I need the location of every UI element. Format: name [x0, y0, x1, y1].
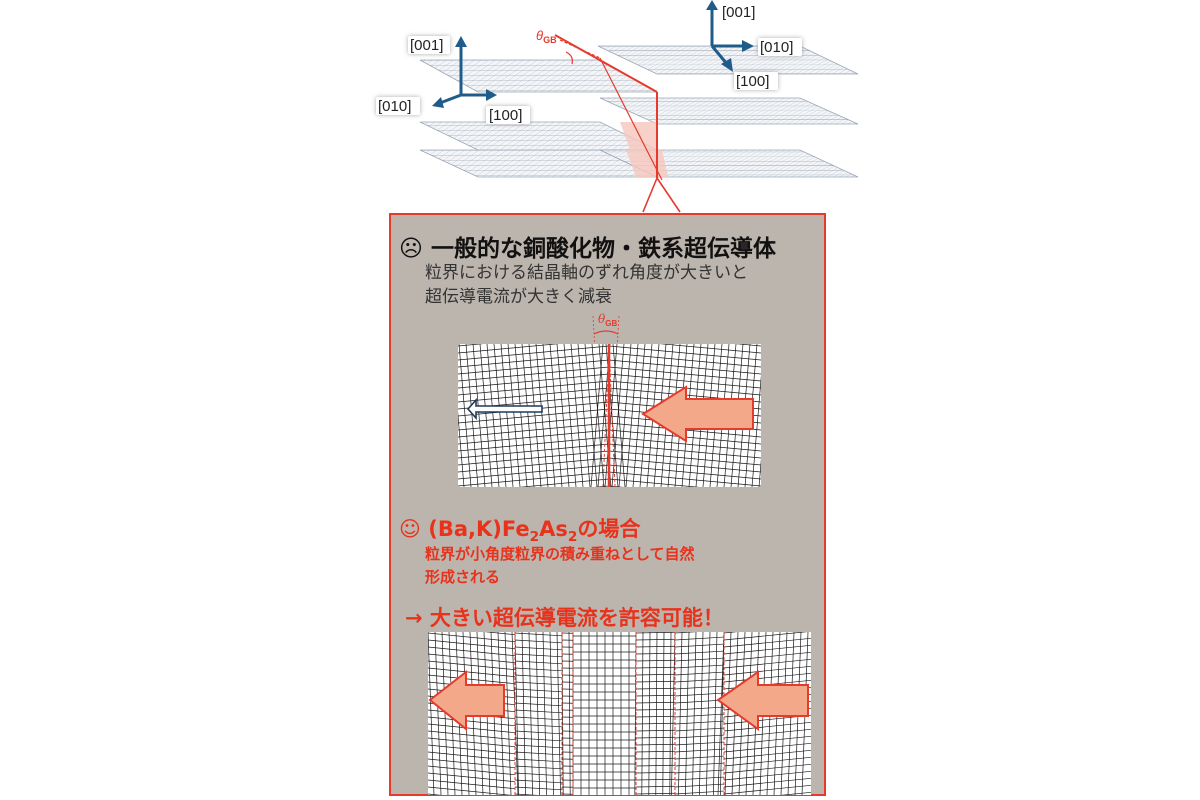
left-crystal-axes — [432, 36, 497, 108]
lattice-layers — [419, 45, 859, 178]
happy-case-title: ☺ (Ba,K)Fe2As2の場合 — [399, 517, 641, 546]
large-current-arrow — [641, 385, 754, 443]
explanation-panel: ☹ 一般的な銅酸化物・鉄系超伝導体 粒界における結晶軸のずれ角度が大きいと 超伝… — [389, 213, 826, 796]
grain-boundary-line — [554, 34, 681, 213]
right-crystal-axes — [706, 0, 754, 72]
right-axis-001-label: [001] — [722, 4, 755, 21]
smile-face-icon: ☺ — [399, 517, 421, 541]
left-current-arrow — [428, 669, 505, 732]
sad-case-title: ☹ 一般的な銅酸化物・鉄系超伝導体 — [399, 236, 776, 262]
sad-face-icon: ☹ — [399, 236, 423, 262]
theta-gb-label-top: θGB — [536, 28, 557, 45]
small-current-arrow — [466, 397, 543, 421]
small-angle-grain-boundary-lattice — [428, 632, 811, 795]
sad-case-description: 粒界における結晶軸のずれ角度が大きいと 超伝導電流が大きく減衰 — [425, 263, 748, 307]
right-current-arrow — [716, 670, 809, 731]
right-axis-010-label: [010] — [760, 39, 793, 56]
left-axis-100-label: [100] — [489, 107, 522, 124]
svg-text:θGB: θGB — [598, 312, 617, 328]
right-axis-100-label: [100] — [736, 73, 769, 90]
conclusion-text: → 大きい超伝導電流を許容可能！ — [405, 606, 724, 630]
large-angle-grain-boundary-lattice — [458, 344, 761, 487]
left-axis-010-label: [010] — [378, 98, 411, 115]
left-axis-001-label: [001] — [410, 37, 443, 54]
happy-case-description: 粒界が小角度粒界の積み重ねとして自然 形成される — [425, 545, 695, 586]
stacked-lattice-diagram: θGB [001] [010] [100] [001] [010] [100] — [376, 0, 859, 213]
